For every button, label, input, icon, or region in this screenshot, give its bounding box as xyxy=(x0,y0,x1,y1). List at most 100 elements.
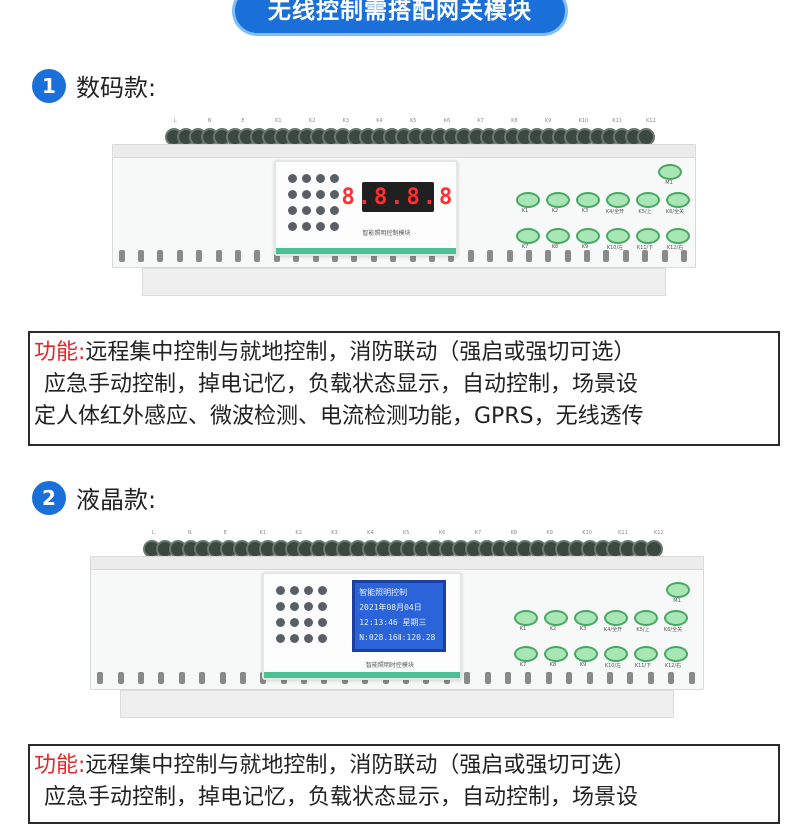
vent-slot xyxy=(176,250,183,262)
vent-slot xyxy=(254,250,261,262)
vent-slot xyxy=(661,250,668,262)
channel-button[interactable] xyxy=(666,228,690,244)
lcd-line: 2021年08月04日 xyxy=(359,603,422,612)
channel-button[interactable] xyxy=(544,646,568,662)
channel-button-label: K11/下 xyxy=(634,663,652,669)
vent-slot xyxy=(138,250,145,262)
indicator-led xyxy=(288,174,297,183)
bottom-rail xyxy=(142,268,666,296)
feature-box-1: 功能:远程集中控制与就地控制，消防联动（强启或强切可选） 应急手动控制，掉电记忆… xyxy=(28,331,780,446)
channel-button-label: K7 xyxy=(519,662,527,668)
terminal-label: K4 xyxy=(367,530,374,536)
indicator-led xyxy=(316,190,325,199)
indicator-led xyxy=(288,190,297,199)
vent-slot xyxy=(688,672,695,684)
vent-slot xyxy=(545,250,552,262)
terminal-label: K8 xyxy=(511,118,518,124)
feature-text: 远程集中控制与就地控制，消防联动（强启或强切可选） xyxy=(85,753,636,778)
lcd-line: 智能照明控制 xyxy=(359,588,408,597)
vent-slot xyxy=(506,250,513,262)
indicator-led xyxy=(318,602,327,611)
m1-button[interactable] xyxy=(666,582,690,598)
vent-slot xyxy=(566,672,573,684)
vent-slot xyxy=(681,250,688,262)
channel-button[interactable] xyxy=(546,228,570,244)
channel-button[interactable] xyxy=(634,646,658,662)
channel-button-label: K5/上 xyxy=(638,209,652,215)
channel-button[interactable] xyxy=(514,646,538,662)
channel-button[interactable] xyxy=(664,610,688,626)
channel-button[interactable] xyxy=(516,228,540,244)
vent-slot xyxy=(312,250,319,262)
channel-button[interactable] xyxy=(606,228,630,244)
feature-line-1: 功能:远程集中控制与就地控制，消防联动（强启或强切可选） xyxy=(34,337,778,369)
channel-button-label: K7 xyxy=(521,244,529,250)
lcd-line: N:028.16Ⅱ:120.28 xyxy=(359,633,436,642)
channel-button[interactable] xyxy=(634,610,658,626)
module-accent-strip xyxy=(264,672,460,678)
terminal-label: K4 xyxy=(376,118,383,124)
channel-button[interactable] xyxy=(544,610,568,626)
channel-button-label: K12/右 xyxy=(664,663,682,669)
channel-button-label: K8 xyxy=(551,244,559,250)
channel-button-label: K1 xyxy=(521,208,529,214)
channel-button[interactable] xyxy=(636,192,660,208)
channel-button[interactable] xyxy=(576,192,600,208)
channel-button[interactable] xyxy=(604,646,628,662)
vent-slot xyxy=(584,250,591,262)
terminal-label: K11 xyxy=(618,530,628,536)
terminal-label: N xyxy=(187,530,192,536)
feature-text: 远程集中控制与就地控制，消防联动（强启或强切可选） xyxy=(85,340,636,365)
channel-button-label: K4/全开 xyxy=(603,627,623,633)
banner: 无线控制需搭配网关模块 xyxy=(232,0,568,36)
terminal-label: K3 xyxy=(342,118,350,124)
indicator-led xyxy=(288,206,297,215)
indicator-led xyxy=(290,602,299,611)
vent-slot xyxy=(158,672,165,684)
channel-button[interactable] xyxy=(606,192,630,208)
vent-slot xyxy=(448,250,455,262)
channel-button[interactable] xyxy=(636,228,660,244)
channel-button-label: K4/全开 xyxy=(605,209,625,215)
channel-button[interactable] xyxy=(574,610,598,626)
vent-slot xyxy=(390,250,397,262)
channel-button[interactable] xyxy=(576,228,600,244)
channel-button[interactable] xyxy=(546,192,570,208)
vent-slot xyxy=(273,250,280,262)
terminal-label: K11 xyxy=(612,118,622,124)
channel-button[interactable] xyxy=(516,192,540,208)
indicator-led xyxy=(304,618,313,627)
channel-button[interactable] xyxy=(514,610,538,626)
vent-slot xyxy=(505,672,511,684)
channel-button[interactable] xyxy=(604,610,628,626)
channel-button-label: K10/左 xyxy=(604,663,622,669)
channel-button[interactable] xyxy=(664,646,688,662)
terminal-label: K7 xyxy=(477,118,484,124)
vent-slot xyxy=(564,250,571,262)
vent-slot xyxy=(118,250,125,262)
feature-box-2: 功能:远程集中控制与就地控制，消防联动（强启或强切可选） 应急手动控制，掉电记忆… xyxy=(28,744,780,824)
channel-button-label: K2 xyxy=(549,626,557,632)
vent-slot xyxy=(196,250,203,262)
terminal-label: K9 xyxy=(544,118,552,124)
channel-button[interactable] xyxy=(574,646,598,662)
indicator-led xyxy=(288,222,297,231)
vent-slot xyxy=(235,250,242,262)
seven-segment-display: 8.8.8.8 xyxy=(342,182,452,212)
vent-slot xyxy=(467,250,474,262)
terminal-label: K1 xyxy=(259,530,267,536)
channel-button-label: K12/右 xyxy=(666,245,684,251)
m1-button[interactable] xyxy=(658,164,682,180)
terminal-label: K9 xyxy=(546,530,553,536)
channel-button-label: K9 xyxy=(579,662,587,668)
channel-button[interactable] xyxy=(666,192,690,208)
terminal-label: K2 xyxy=(295,530,302,536)
m1-button-label: M1 xyxy=(673,598,681,604)
indicator-led xyxy=(304,602,313,611)
indicator-led xyxy=(318,618,327,627)
top-rail xyxy=(112,144,696,158)
section-label: 液晶款: xyxy=(76,486,157,514)
